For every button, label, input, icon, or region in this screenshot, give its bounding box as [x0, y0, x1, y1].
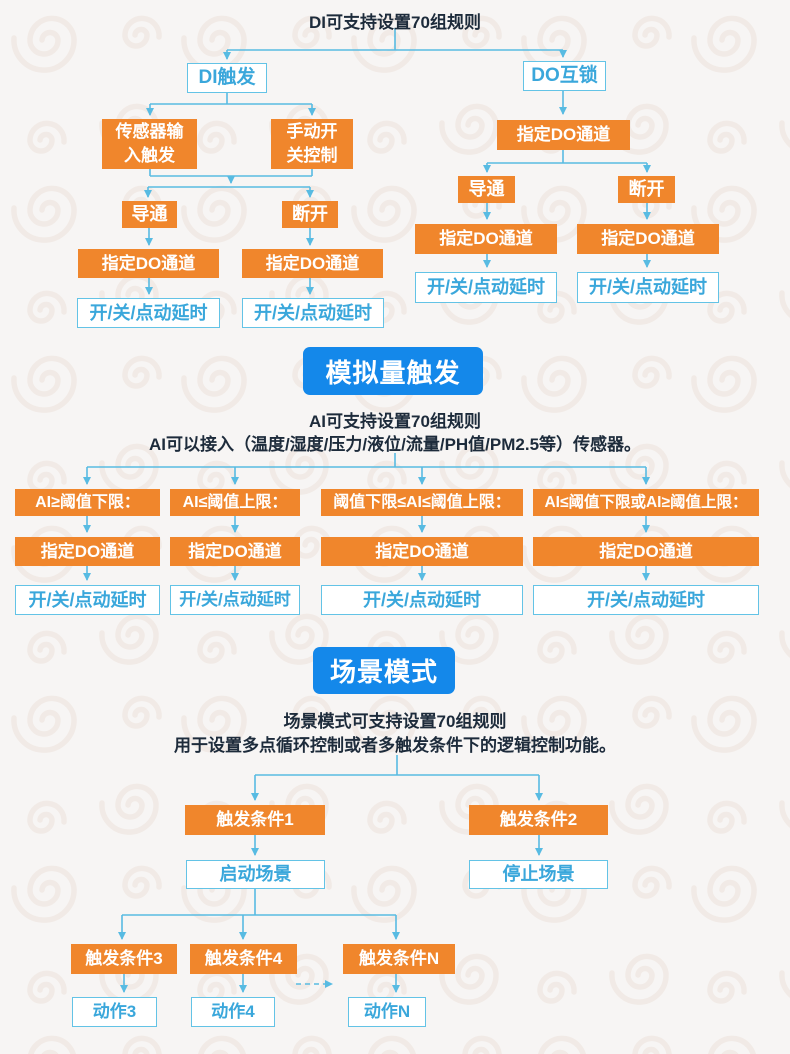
analog-trigger-header: 模拟量触发	[303, 347, 483, 395]
delay-box-right-2: 开/关/点动延时	[577, 272, 719, 303]
specify-do-box-left-1: 指定DO通道	[78, 249, 219, 278]
stop-scene-box: 停止场景	[469, 860, 608, 889]
specify-do-box-col-3: 指定DO通道	[321, 537, 523, 566]
action-3-box: 动作3	[72, 997, 157, 1027]
do-interlock-box: DO互锁	[523, 61, 606, 91]
delay-box-right-1: 开/关/点动延时	[415, 272, 557, 303]
off-box-left: 断开	[282, 201, 338, 228]
delay-box-left-1: 开/关/点动延时	[77, 298, 220, 328]
delay-box-col-2: 开/关/点动延时	[170, 585, 300, 615]
analog-rule-line2: AI可以接入（温度/湿度/压力/液位/流量/PH值/PM2.5等）传感器。	[148, 435, 642, 454]
di-section-title: DI可支持设置70组规则	[309, 13, 481, 32]
trigger-condition-4-box: 触发条件4	[190, 944, 297, 974]
manual-switch-control-box: 手动开 关控制	[271, 119, 353, 169]
on-box-left: 导通	[122, 201, 177, 228]
scene-mode-header: 场景模式	[313, 647, 455, 694]
trigger-condition-2-box: 触发条件2	[469, 805, 608, 835]
delay-box-col-3: 开/关/点动延时	[321, 585, 523, 615]
specify-do-box-right-1: 指定DO通道	[415, 224, 557, 254]
start-scene-box: 启动场景	[186, 860, 325, 889]
action-4-box: 动作4	[191, 997, 275, 1027]
trigger-condition-n-box: 触发条件N	[343, 944, 455, 974]
di-trigger-box: DI触发	[187, 63, 267, 93]
scene-rule-line2: 用于设置多点循环控制或者多触发条件下的逻辑控制功能。	[174, 736, 616, 755]
sensor-input-trigger-box: 传感器输 入触发	[102, 119, 197, 169]
delay-box-col-1: 开/关/点动延时	[15, 585, 160, 615]
scene-rule-line1: 场景模式可支持设置70组规则	[283, 712, 507, 731]
specify-do-box-right-2: 指定DO通道	[577, 224, 719, 254]
analog-rule-line1: AI可支持设置70组规则	[309, 412, 481, 431]
condition-box-1: AI≥阈值下限：	[15, 489, 160, 516]
condition-box-2: AI≤阈值上限：	[170, 489, 300, 516]
off-box-right: 断开	[618, 176, 675, 203]
specify-do-box-col-1: 指定DO通道	[15, 537, 160, 566]
delay-box-left-2: 开/关/点动延时	[242, 298, 384, 328]
trigger-condition-1-box: 触发条件1	[185, 805, 325, 835]
specify-do-box-col-2: 指定DO通道	[170, 537, 300, 566]
delay-box-col-4: 开/关/点动延时	[533, 585, 759, 615]
condition-box-3: 阈值下限≤AI≤阈值上限：	[321, 489, 523, 516]
specify-do-box-col-4: 指定DO通道	[533, 537, 759, 566]
on-box-right: 导通	[458, 176, 515, 203]
trigger-condition-3-box: 触发条件3	[71, 944, 177, 974]
specify-do-box-left-2: 指定DO通道	[242, 249, 383, 278]
condition-box-4: AI≤阈值下限或AI≥阈值上限：	[533, 489, 759, 516]
specify-do-box-right-top: 指定DO通道	[497, 120, 630, 150]
action-n-box: 动作N	[348, 997, 426, 1027]
